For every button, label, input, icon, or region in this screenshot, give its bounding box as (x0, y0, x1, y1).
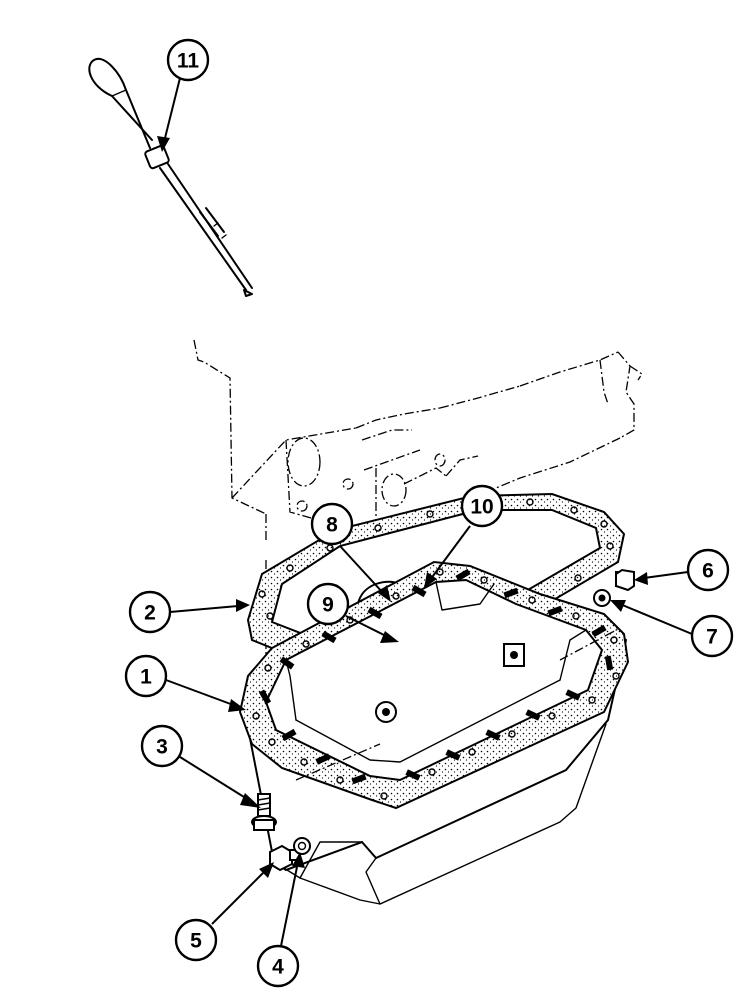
leader-lines (157, 77, 693, 947)
pan-bolt (251, 793, 277, 831)
callout-9: 9 (306, 582, 350, 626)
oil-pan (238, 560, 630, 905)
callout-2: 2 (128, 590, 172, 634)
callout-11: 11 (166, 38, 210, 82)
callout-3-label: 3 (156, 736, 168, 759)
side-washer (593, 589, 611, 607)
callout-8: 8 (310, 502, 354, 546)
engine-block-outline (193, 339, 643, 770)
callout-3: 3 (140, 724, 184, 768)
callout-6-label: 6 (702, 560, 714, 583)
callout-1: 1 (124, 654, 168, 698)
callout-4: 4 (256, 944, 300, 988)
callout-5: 5 (174, 918, 218, 962)
callout-5-label: 5 (190, 930, 202, 953)
callout-6: 6 (686, 548, 730, 592)
callout-7-label: 7 (706, 626, 718, 649)
dipstick (88, 57, 253, 297)
callout-7: 7 (690, 614, 734, 658)
callout-8-label: 8 (326, 514, 338, 537)
callout-4-label: 4 (272, 956, 284, 979)
inner-boss (375, 701, 397, 723)
callout-1-label: 1 (140, 666, 152, 689)
callout-10: 10 (460, 484, 504, 528)
side-boss (503, 643, 525, 667)
side-plug (615, 568, 635, 592)
callout-10-label: 10 (470, 496, 493, 519)
callout-11-label: 11 (177, 50, 200, 73)
callout-9-label: 9 (322, 594, 334, 617)
callout-2-label: 2 (144, 602, 156, 625)
drain-washer (293, 837, 311, 855)
